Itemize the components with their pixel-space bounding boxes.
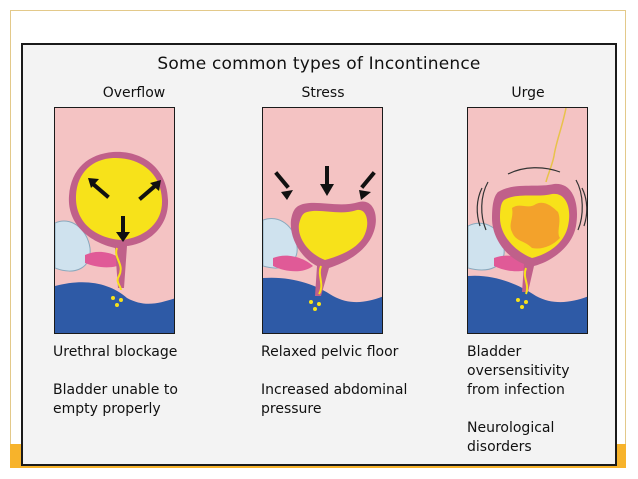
caption-stress-2: Increased abdominal pressure: [261, 381, 407, 419]
heading-urge: Urge: [463, 85, 593, 101]
stress-illustration: [262, 107, 383, 334]
caption-urge-1: Bladder oversensitivity from infection: [467, 343, 570, 400]
urge-illustration: [467, 107, 588, 334]
figure-title: Some common types of Incontinence: [23, 54, 615, 74]
heading-overflow: Overflow: [69, 85, 199, 101]
overflow-illustration: [54, 107, 175, 334]
heading-stress: Stress: [258, 85, 388, 101]
incontinence-figure: Some common types of Incontinence Overfl…: [21, 43, 617, 466]
caption-overflow-1: Urethral blockage: [53, 343, 177, 362]
caption-overflow-2: Bladder unable to empty properly: [53, 381, 178, 419]
caption-urge-2: Neurological disorders: [467, 419, 554, 457]
caption-stress-1: Relaxed pelvic floor: [261, 343, 398, 362]
